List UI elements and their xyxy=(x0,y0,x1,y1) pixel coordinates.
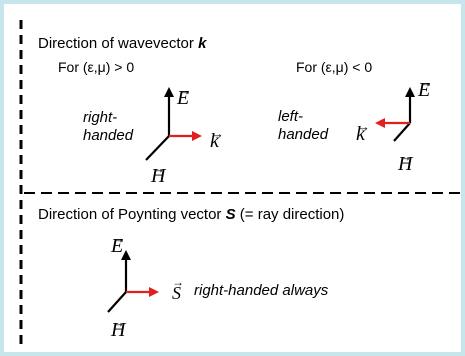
k-arrowhead-left xyxy=(192,131,202,141)
section2-heading: Direction of Poynting vector S (= ray di… xyxy=(38,206,345,223)
e-arrowhead-bottom xyxy=(121,250,131,260)
h-axis-bottom xyxy=(107,291,127,313)
vector-k-label-left: →k xyxy=(210,126,224,152)
vector-e-label-right: →E xyxy=(418,75,432,101)
vector-e-label-bottom: →E xyxy=(111,231,125,257)
condition-negative: For (ε,μ) < 0 xyxy=(296,59,373,75)
vector-h-label-bottom: →H xyxy=(111,315,126,341)
h-axis-right xyxy=(393,122,411,142)
left-handed-label: left-handed xyxy=(278,108,329,143)
h-axis-left xyxy=(145,135,170,161)
k-arrowhead-right xyxy=(375,118,385,128)
section1-heading: Direction of wavevector k xyxy=(38,35,207,52)
right-handed-label: right-handed xyxy=(83,109,134,144)
vector-h-label-left: →H xyxy=(151,161,166,187)
s-arrowhead-bottom xyxy=(149,287,159,297)
e-arrowhead-right xyxy=(405,87,415,97)
e-arrowhead-left xyxy=(164,87,174,97)
condition-positive: For (ε,μ) > 0 xyxy=(58,59,135,75)
vector-e-label-left: →E xyxy=(177,83,191,109)
vector-k-label-right: →k xyxy=(356,119,370,145)
vector-s-label-bottom: →S xyxy=(172,275,184,303)
vector-h-label-right: →H xyxy=(398,149,413,175)
right-handed-always-label: right-handed always xyxy=(194,282,329,299)
